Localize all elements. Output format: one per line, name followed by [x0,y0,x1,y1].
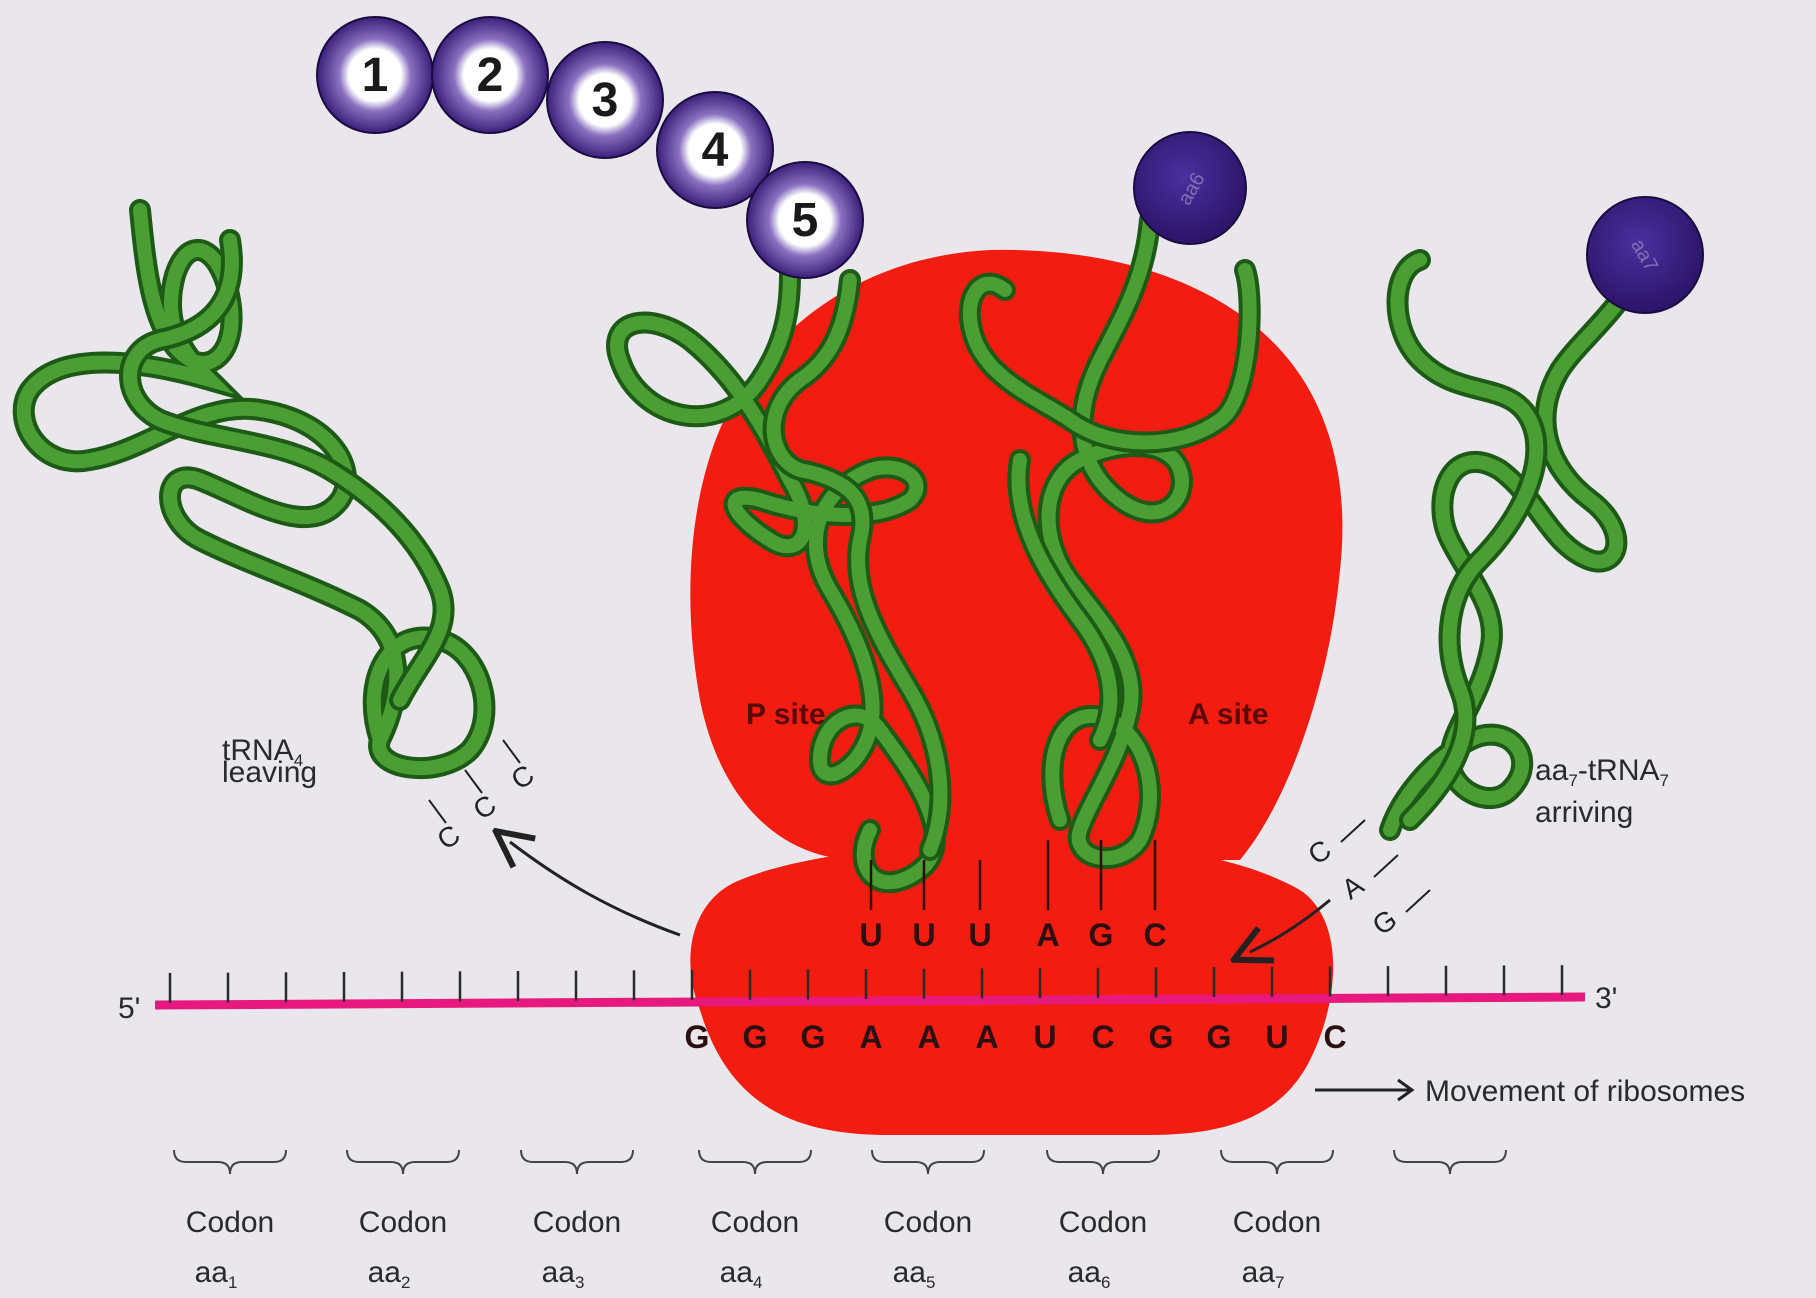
codon-brace [872,1150,984,1174]
anticodon-line [1406,890,1430,912]
p-site-label: P site [746,698,826,731]
movement-label: Movement of ribosomes [1425,1075,1745,1108]
svg-text:4: 4 [702,124,729,177]
anticodon-base-leaving: C [505,759,539,796]
anticodon-base-p: U [859,917,882,953]
mrna-base: C [1091,1019,1114,1055]
trna-arriving [1390,260,1640,830]
codon-word: Codon [533,1206,621,1239]
trna-leaving-label-2: leaving [222,756,317,789]
amino-acid-aa7: aa7 [1587,197,1703,313]
mrna-base: G [1149,1019,1174,1055]
polypeptide-chain: 1 2 3 4 5 [317,17,863,278]
polypeptide-residue: 2 [432,17,548,133]
mrna-base: A [917,1019,940,1055]
anticodon-line [429,800,446,823]
mrna-base: U [1033,1019,1056,1055]
svg-text:3: 3 [592,74,619,127]
anticodon-line [503,740,520,763]
codon-brace [347,1150,459,1174]
codon-brace [1394,1150,1506,1174]
anticodon-base-p: U [912,917,935,953]
mrna-base: G [685,1019,710,1055]
leaving-arrow [510,842,680,935]
ribosome-small-subunit [690,842,1333,1135]
codon-word: Codon [1233,1206,1321,1239]
codon-aa-label: aa6 [1068,1256,1111,1292]
amino-acid-aa6: aa6 [1134,132,1246,244]
codon-word: Codon [711,1206,799,1239]
anticodon-base-arriving: C [1302,834,1336,871]
mrna-base: A [859,1019,882,1055]
codon-aa-label: aa4 [720,1256,763,1292]
codon-brace [699,1150,811,1174]
anticodon-line [465,770,482,793]
polypeptide-residue: 1 [317,17,433,133]
codon-word: Codon [1059,1206,1147,1239]
codon-brace [1221,1150,1333,1174]
codon-word: Codon [884,1206,972,1239]
trna-arriving-label: aa7-tRNA7 [1535,754,1669,790]
trna-leaving [24,210,485,768]
anticodon-line [1374,855,1398,877]
three-prime-label: 3' [1595,982,1617,1015]
mrna-base: G [743,1019,768,1055]
codon-aa-label: aa5 [893,1256,936,1292]
polypeptide-residue: 3 [547,42,663,158]
anticodon-base-arriving: G [1367,903,1403,941]
codon-brace [521,1150,633,1174]
polypeptide-residue: 5 [747,162,863,278]
mrna-base: G [801,1019,826,1055]
movement-arrow [1315,1080,1412,1100]
anticodon-base-p: U [968,917,991,953]
svg-text:5: 5 [792,194,819,247]
codon-aa-label: aa2 [368,1256,411,1292]
codon-word: Codon [186,1206,274,1239]
codon-aa-label: aa7 [1242,1256,1285,1292]
codon-word: Codon [359,1206,447,1239]
codon-aa-label: aa1 [195,1256,238,1292]
codon-brace [1047,1150,1159,1174]
anticodon-line [1341,820,1365,842]
mrna-base: G [1207,1019,1232,1055]
a-site-label: A site [1188,698,1269,731]
codon-aa-label: aa3 [542,1256,585,1292]
anticodon-base-arriving: A [1336,869,1369,905]
codon-brace [174,1150,286,1174]
mrna-base: C [1323,1019,1346,1055]
five-prime-label: 5' [118,992,140,1025]
anticodon-base-a: A [1036,917,1059,953]
anticodon-base-leaving: C [467,789,501,826]
svg-text:2: 2 [477,49,504,102]
mrna-base: U [1265,1019,1288,1055]
anticodon-base-a: C [1143,917,1166,953]
svg-text:1: 1 [362,49,389,102]
trna-arriving-label-2: arriving [1535,796,1633,829]
anticodon-base-a: G [1089,917,1114,953]
codon-labels: Codon aa1 Codon aa2 Codon aa3 Codon aa4 Codon aa5… [174,1150,1506,1292]
anticodon-base-leaving: C [431,819,465,856]
mrna-base: A [975,1019,998,1055]
